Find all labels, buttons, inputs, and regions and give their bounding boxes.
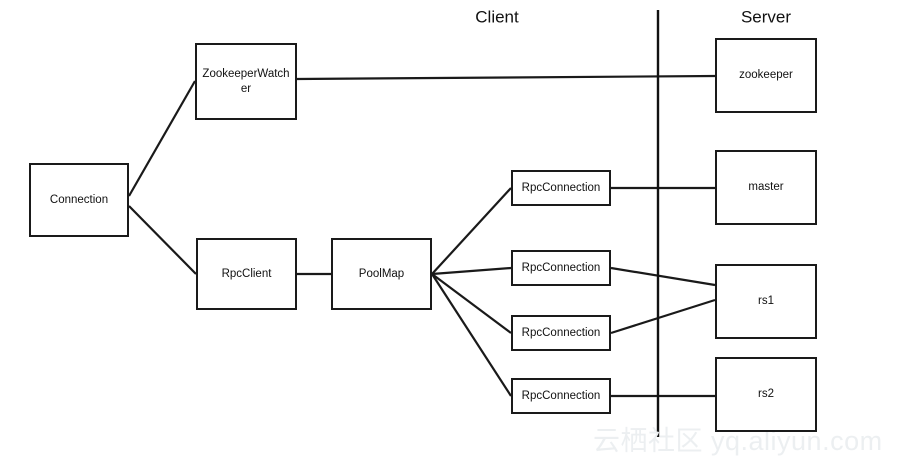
node-rpcconnection-2[interactable]: RpcConnection [511,250,611,286]
node-master[interactable]: master [715,150,817,225]
node-connection[interactable]: Connection [29,163,129,237]
node-rpcconnection-1-label: RpcConnection [521,181,601,194]
zone-title-client-label: Client [475,7,519,27]
watermark: 云栖社区 yq.aliyun.com [593,426,883,456]
edge-connection-rpcclient [128,205,197,275]
edge-poolmap-rpcconn3 [431,273,512,334]
node-zookeeperwatcher-label: ZookeeperWatcher [202,68,290,95]
edge-rpcconn2-rs1 [610,266,716,287]
node-rs1-label: rs1 [758,295,774,308]
zone-title-client: Client [475,9,518,26]
edge-connection-zookeeperwatcher [128,80,196,197]
node-rs2[interactable]: rs2 [715,357,817,432]
node-poolmap-label: PoolMap [358,267,405,280]
edge-poolmap-rpcconn2 [431,266,512,276]
node-master-label: master [748,181,784,194]
node-rs2-label: rs2 [758,388,774,401]
edge-poolmap-rpcconn1 [431,187,512,275]
node-rpcconnection-4-label: RpcConnection [521,389,601,402]
node-rpcconnection-2-label: RpcConnection [521,261,601,274]
zone-title-server-label: Server [740,7,792,27]
node-poolmap[interactable]: PoolMap [331,238,432,310]
node-rpcconnection-4[interactable]: RpcConnection [511,378,611,414]
edge-poolmap-rpcconn4 [431,273,512,397]
node-rpcclient-label: RpcClient [221,267,272,280]
node-rpcconnection-3-label: RpcConnection [521,326,601,339]
edge-rpcconn3-rs1 [610,298,716,335]
node-rpcconnection-3[interactable]: RpcConnection [511,315,611,351]
node-rs1[interactable]: rs1 [715,264,817,339]
node-zookeeper-label: zookeeper [739,69,793,82]
node-rpcclient[interactable]: RpcClient [196,238,297,310]
node-connection-label: Connection [49,193,109,206]
zone-title-server: Server [741,9,791,26]
node-zookeeperwatcher[interactable]: ZookeeperWatcher [195,43,297,120]
node-rpcconnection-1[interactable]: RpcConnection [511,170,611,206]
node-zookeeper[interactable]: zookeeper [715,38,817,113]
edge-zookeeperwatcher-zookeeper [296,74,716,81]
